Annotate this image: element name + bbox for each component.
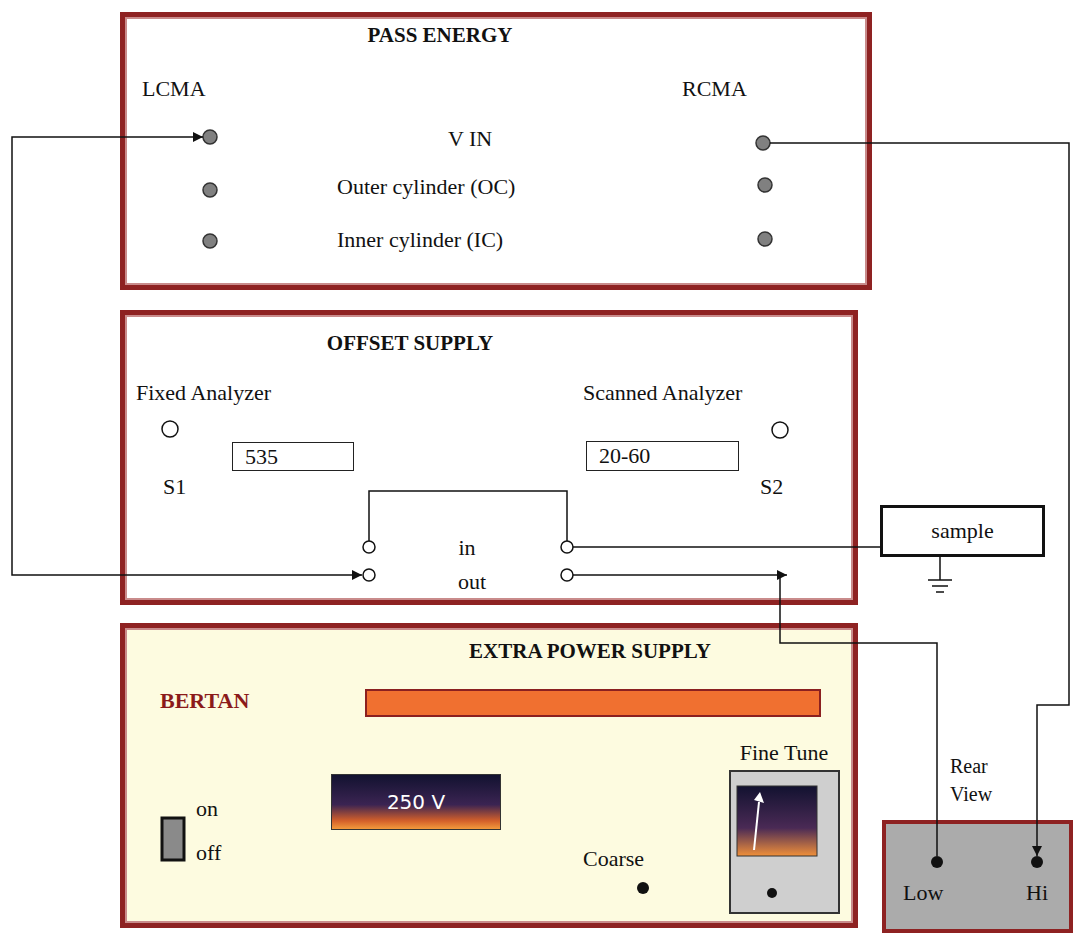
terminal-label: Hi [1026,880,1048,906]
switch-label: S1 [163,474,186,500]
switch-label: S2 [760,474,783,500]
jumper-bracket [369,491,567,541]
fine-tune-meter: Fine Tune [729,770,840,914]
brand-name: BERTAN [160,688,249,714]
rear-view-panel: Rear ViewLowHi [882,820,1073,933]
wire-segment [780,575,937,856]
row-label: Inner cylinder (IC) [337,227,503,253]
terminal-dot [758,178,772,192]
switch-label: on [196,796,218,822]
column-label: RCMA [682,76,747,102]
wire-segment [573,546,880,548]
terminal-dot [203,234,217,248]
panel-title: OFFSET SUPPLY [327,330,493,356]
value-text: 20-60 [599,443,650,469]
sample-box: sample [880,505,1045,557]
value-window: 20-60 [586,441,739,471]
switch-hole [162,421,178,437]
terminal-dot [756,136,770,150]
knob-label: Coarse [583,846,644,872]
voltage-display: 250 V [331,774,501,830]
fine-knob [767,888,777,898]
wire-segment [12,137,362,575]
wire [12,137,362,575]
meter-label: Fine Tune [740,740,829,766]
meter-window [737,786,817,856]
terminal-label: in [458,535,475,561]
wire [770,143,1069,856]
column-label: LCMA [142,76,206,102]
section-label: Fixed Analyzer [136,380,271,406]
switch-hole [772,422,788,438]
terminal [363,541,375,553]
view-label: Rear View [950,752,1014,808]
terminal [363,569,375,581]
terminal-dot [203,130,217,144]
power-supply-panel: EXTRA POWER SUPPLY BERTAN on off Coarse 250 V… [120,623,858,928]
power-switch [162,818,184,860]
value-text: 535 [245,444,278,470]
wire-segment [770,143,1069,856]
terminal-label: Low [903,880,943,906]
terminal-dot [758,232,772,246]
terminal [561,541,573,553]
pass-energy-panel: PASS ENERGY LCMA RCMA V IN Outer cylinder (O… [120,12,872,290]
terminal [561,569,573,581]
meter-needle [754,802,759,850]
terminal-dot [203,183,217,197]
rear-terminal [931,856,943,868]
switch-label: off [196,840,221,866]
wire [573,575,937,856]
row-label: V IN [448,126,492,152]
rear-terminal [1031,856,1043,868]
section-label: Scanned Analyzer [583,380,742,406]
panel-title: EXTRA POWER SUPPLY [469,638,711,664]
value-window: 535 [232,442,354,471]
terminal-label: out [458,569,486,595]
value-text: sample [931,518,993,544]
row-label: Outer cylinder (OC) [337,174,515,200]
panel-title: PASS ENERGY [368,22,513,48]
offset-supply-panel: OFFSET SUPPLY Fixed AnalyzerS1 Scanned Ana… [120,310,858,605]
indicator-bar [366,690,820,716]
meter-needle-head [754,792,764,803]
wire [573,547,880,548]
wire-segment [573,574,787,576]
ground-symbol [928,557,952,592]
coarse-knob [637,882,649,894]
value-text: 250 V [387,789,445,815]
